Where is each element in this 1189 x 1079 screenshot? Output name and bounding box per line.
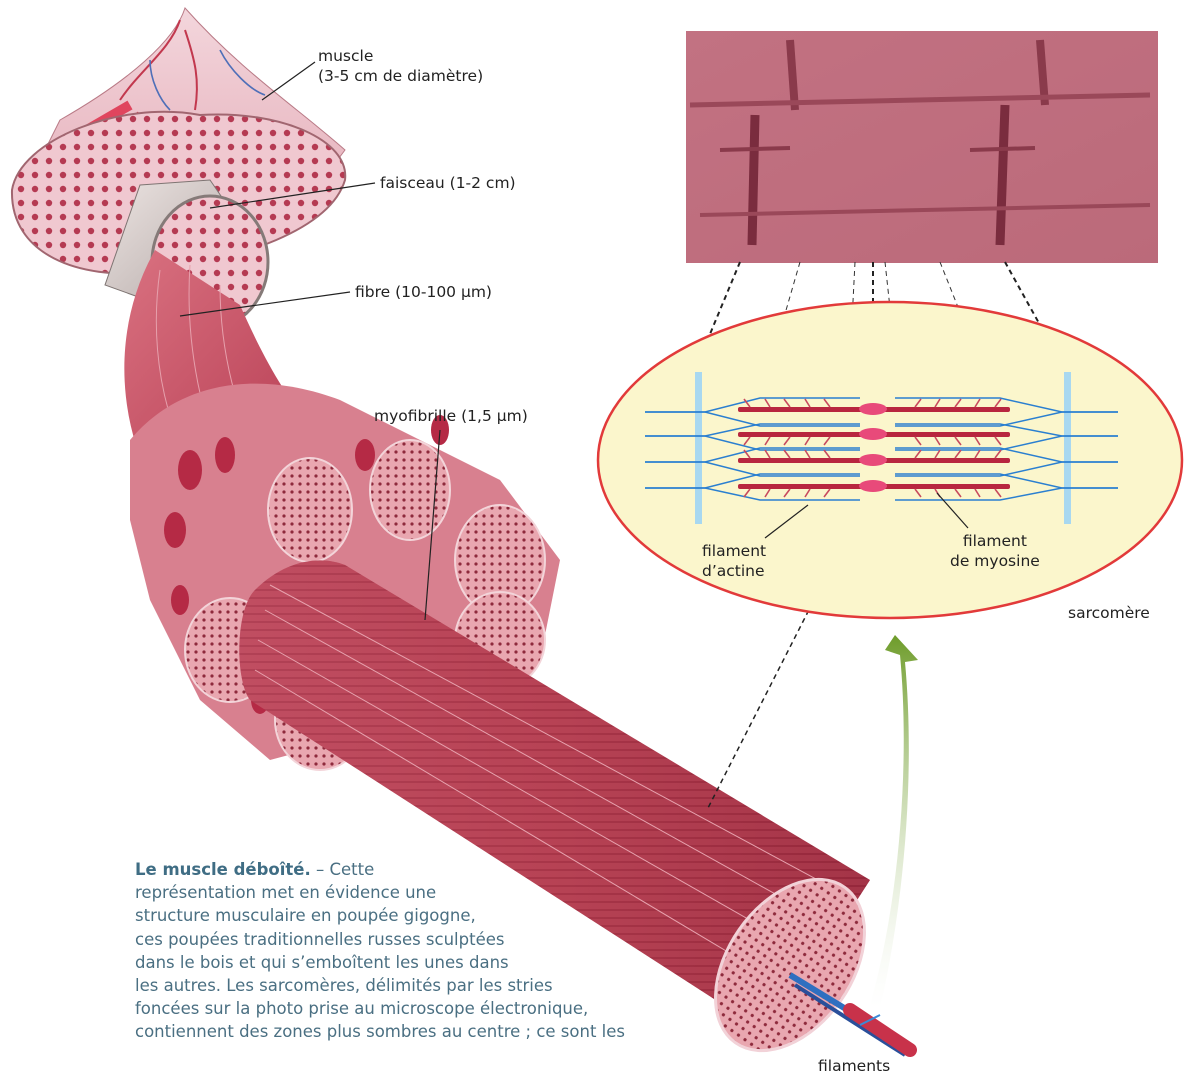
figure-caption: Le muscle déboîté. – Cette représentatio…: [135, 858, 695, 1044]
sarcomere-label: sarcomère: [1068, 603, 1150, 623]
caption-line: contiennent des zones plus sombres au ce…: [135, 1020, 695, 1043]
caption-line: dans le bois et qui s’emboîtent les unes…: [135, 951, 695, 974]
muscle-label: muscle (3-5 cm de diamètre): [318, 46, 483, 86]
caption-line: foncées sur la photo prise au microscope…: [135, 997, 695, 1020]
myosin-label: filament de myosine: [950, 531, 1040, 571]
myosin-label-line2: de myosine: [950, 551, 1040, 571]
caption-line: les autres. Les sarcomères, délimités pa…: [135, 974, 695, 997]
sarcomere-diagram: [598, 302, 1182, 618]
caption-line: structure musculaire en poupée gigogne,: [135, 904, 695, 927]
electron-micrograph: [686, 31, 1158, 263]
muscle-label-line1: muscle: [318, 46, 483, 66]
caption-line: représentation met en évidence une: [135, 881, 695, 904]
caption-title: Le muscle déboîté.: [135, 860, 311, 879]
caption-dash: – Cette: [311, 860, 375, 879]
actin-label-line2: d’actine: [702, 561, 766, 581]
zoom-arrow: [870, 635, 918, 1008]
caption-first-line: Le muscle déboîté. – Cette: [135, 858, 695, 881]
muscle-label-line2: (3-5 cm de diamètre): [318, 66, 483, 86]
caption-line: ces poupées traditionnelles russes sculp…: [135, 928, 695, 951]
fibre-label: fibre (10-100 µm): [355, 282, 492, 302]
faisceau-label: faisceau (1-2 cm): [380, 173, 516, 193]
actin-label: filament d’actine: [702, 541, 766, 581]
filaments-label: filaments: [818, 1056, 890, 1076]
myofibrille-label: myofibrille (1,5 µm): [374, 406, 528, 426]
actin-label-line1: filament: [702, 541, 766, 561]
myosin-label-line1: filament: [950, 531, 1040, 551]
